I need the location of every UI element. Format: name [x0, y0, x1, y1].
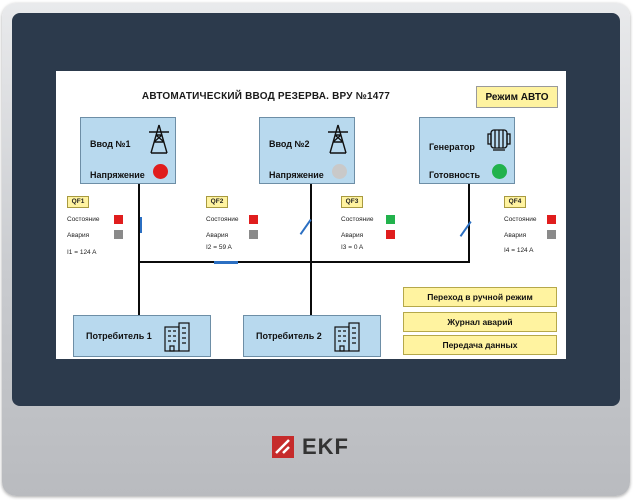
qf3-alarm-label: Авария: [341, 232, 364, 239]
qf1-alarm-label: Авария: [67, 232, 90, 239]
mode-auto-button[interactable]: Режим АВТО: [476, 86, 558, 108]
qf2-alarm-label: Авария: [206, 232, 229, 239]
source-1-name: Ввод №1: [90, 139, 131, 149]
qf2-switch: [214, 261, 238, 264]
qf2-state-indicator: [249, 215, 258, 224]
qf4-alarm-indicator: [547, 230, 556, 239]
generator-status: Готовность: [429, 170, 481, 180]
qf3-current: I3 = 0 A: [341, 244, 364, 251]
qf2-label[interactable]: QF2: [206, 196, 228, 208]
qf1-current: I1 = 124 A: [67, 249, 97, 256]
qf1-state-indicator: [114, 215, 123, 224]
brand-name: EKF: [302, 434, 349, 459]
building-icon: [164, 322, 190, 352]
hmi-screen: АВТОМАТИЧЕСКИЙ ВВОД РЕЗЕРВА. ВРУ №1477 Р…: [56, 71, 566, 359]
source-2-lamp: [332, 164, 347, 179]
qf1-alarm-indicator: [114, 230, 123, 239]
wire-source2: [310, 184, 312, 315]
manual-mode-button[interactable]: Переход в ручной режим: [403, 287, 557, 307]
qf3-state-label: Состояние: [341, 216, 374, 223]
generator-card[interactable]: Генератор Готовность: [419, 117, 515, 184]
wire-source1: [138, 184, 140, 315]
qf2-alarm-indicator: [249, 230, 258, 239]
source-1-card[interactable]: Ввод №1 Напряжение: [80, 117, 176, 184]
source-2-name: Ввод №2: [269, 139, 310, 149]
consumer-1-name: Потребитель 1: [86, 331, 152, 341]
qf3-state-indicator: [386, 215, 395, 224]
qf1-label[interactable]: QF1: [67, 196, 89, 208]
ekf-logo-icon: [272, 436, 294, 458]
alarm-log-button[interactable]: Журнал аварий: [403, 312, 557, 332]
source-2-card[interactable]: Ввод №2 Напряжение: [259, 117, 355, 184]
qf4-label[interactable]: QF4: [504, 196, 526, 208]
qf2-current: I2 = 59 A: [206, 244, 232, 251]
building-icon: [334, 322, 360, 352]
qf4-current: I4 = 124 A: [504, 247, 534, 254]
qf1-state-label: Состояние: [67, 216, 100, 223]
data-transfer-button[interactable]: Передача данных: [403, 335, 557, 355]
generator-lamp: [492, 164, 507, 179]
consumer-2-card[interactable]: Потребитель 2: [243, 315, 381, 357]
source-1-lamp: [153, 164, 168, 179]
qf1-switch: [140, 217, 142, 233]
qf4-state-label: Состояние: [504, 216, 537, 223]
source-2-status: Напряжение: [269, 170, 324, 180]
brand-logo: EKF: [272, 434, 349, 460]
power-tower-icon: [149, 124, 169, 154]
page-title: АВТОМАТИЧЕСКИЙ ВВОД РЕЗЕРВА. ВРУ №1477: [141, 91, 391, 102]
qf4-alarm-label: Авария: [504, 232, 527, 239]
source-1-status: Напряжение: [90, 170, 145, 180]
power-tower-icon: [328, 124, 348, 154]
bus-bar: [138, 261, 470, 263]
generator-name: Генератор: [429, 142, 475, 152]
generator-icon: [487, 129, 511, 151]
qf4-state-indicator: [547, 215, 556, 224]
qf3-label[interactable]: QF3: [341, 196, 363, 208]
consumer-2-name: Потребитель 2: [256, 331, 322, 341]
qf2-state-label: Состояние: [206, 216, 239, 223]
consumer-1-card[interactable]: Потребитель 1: [73, 315, 211, 357]
qf3-alarm-indicator: [386, 230, 395, 239]
